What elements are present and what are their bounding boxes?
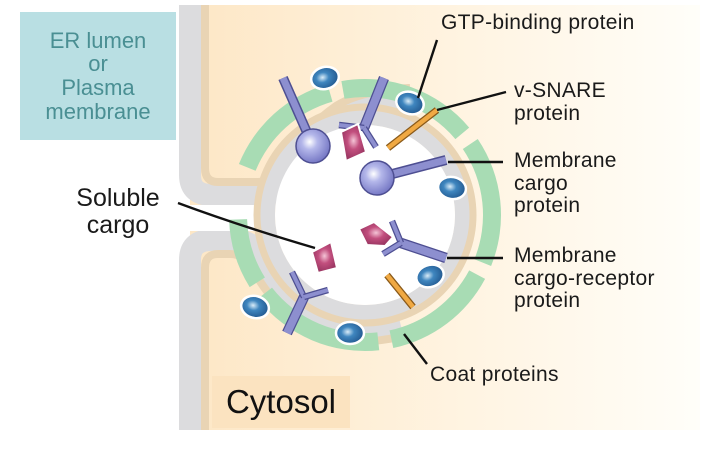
label-line: cargo [86, 211, 150, 239]
cytosol-label: Cytosol [212, 376, 350, 428]
leader-v-snare [436, 90, 507, 112]
lumen-label-line: membrane [45, 98, 151, 124]
label-gtp-binding-protein: GTP-binding protein [441, 11, 635, 34]
membrane-cargo-protein [359, 160, 395, 196]
membrane-cargo-receptor [390, 220, 403, 244]
coat-protein-segment [229, 219, 265, 288]
membrane-cargo-receptor [283, 295, 308, 335]
lumen-gap [150, 205, 270, 231]
membrane-cargo-receptor [290, 271, 306, 298]
label-membrane-cargo-receptor-protein: Membrane cargo-receptor protein [514, 244, 655, 313]
vesicle-membrane-inner [253, 103, 477, 327]
label-line: protein [514, 101, 581, 125]
gtp-binding-protein [239, 294, 271, 320]
label-membrane-cargo-protein: Membrane cargo protein [514, 149, 617, 218]
lumen-label-line: Plasma [61, 75, 135, 100]
v-snare-protein [386, 108, 439, 150]
membrane-cargo-receptor [303, 288, 329, 299]
leader-soluble-cargo [177, 201, 316, 250]
coat-protein-segment [462, 138, 501, 266]
label-v-snare-protein: v-SNARE protein [514, 79, 606, 125]
lumen-label-line: or [88, 51, 108, 77]
label-line: protein [514, 194, 581, 218]
gtp-binding-protein [395, 90, 425, 116]
gtp-binding-protein [309, 65, 341, 91]
soluble-cargo [310, 240, 339, 275]
membrane-cargo-protein [295, 128, 331, 164]
gtp-binding-protein [436, 175, 468, 201]
lumen-label-line: ER lumen [49, 27, 147, 53]
lumen-compartment-label: ER lumen or Plasma membrane [20, 12, 176, 140]
leader-gtp-binding [416, 39, 439, 99]
gtp-binding-protein [415, 263, 445, 289]
v-snare-protein [385, 273, 415, 309]
label-line: Soluble [76, 184, 160, 212]
label-line: Membrane [514, 244, 617, 267]
leader-coat-proteins [403, 333, 428, 365]
protein-layer [239, 65, 468, 346]
label-line: v-SNARE [514, 79, 606, 102]
coat-protein-segment [389, 270, 486, 349]
gtp-binding-protein [334, 320, 366, 346]
soluble-cargo [357, 220, 395, 248]
membrane-cargo-receptor [399, 239, 448, 262]
label-soluble-cargo: Soluble cargo [58, 185, 178, 239]
label-coat-proteins: Coat proteins [430, 363, 559, 386]
membrane-cargo-receptor [381, 241, 403, 256]
label-line: protein [514, 289, 581, 313]
membrane-cargo-receptor [362, 126, 378, 149]
label-line: cargo [514, 171, 569, 195]
coat-protein-segment [238, 84, 333, 171]
leader-lines [177, 39, 507, 365]
membrane-cargo-receptor [360, 76, 388, 130]
label-line: cargo-receptor [514, 266, 655, 290]
label-line: Membrane [514, 149, 617, 172]
soluble-cargo [339, 122, 368, 163]
